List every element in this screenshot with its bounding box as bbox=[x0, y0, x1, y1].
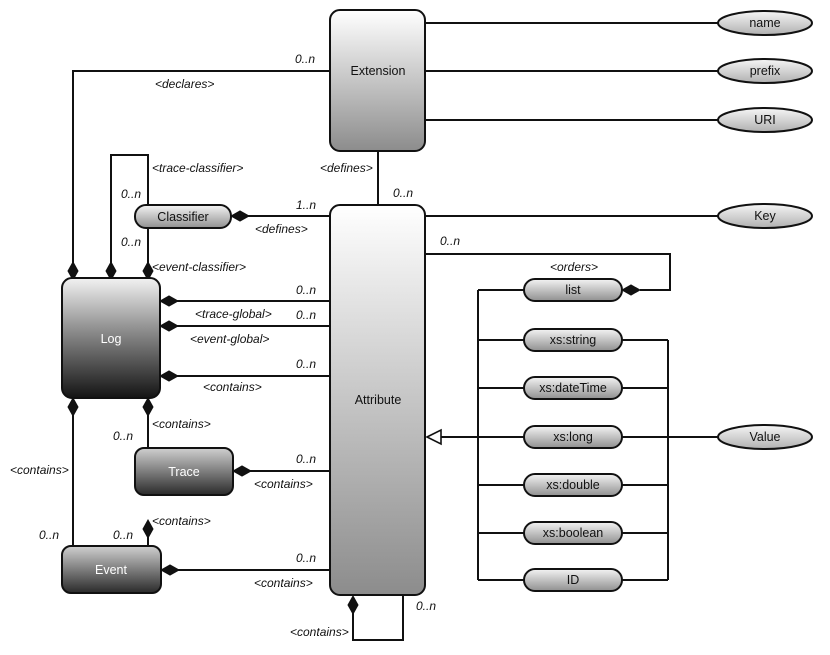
role-defines-cls: <defines> bbox=[255, 222, 308, 236]
event-class[interactable]: Event bbox=[61, 545, 162, 594]
oval-value[interactable]: Value bbox=[717, 424, 813, 450]
log-class[interactable]: Log bbox=[61, 277, 161, 399]
diamond-icon bbox=[231, 465, 253, 477]
diamond-icon bbox=[158, 320, 180, 332]
diamond-icon bbox=[347, 594, 359, 616]
diamond-icon bbox=[142, 396, 154, 418]
declares-line bbox=[72, 70, 330, 272]
role-contains-event-attr: <contains> bbox=[254, 576, 313, 590]
mult-log-attr: 0..n bbox=[296, 357, 316, 371]
extension-class[interactable]: Extension bbox=[329, 9, 426, 152]
role-contains-trace-attr: <contains> bbox=[254, 477, 313, 491]
mult-attr-self: 0..n bbox=[416, 599, 436, 613]
trace-classifier-line bbox=[110, 154, 149, 272]
type-boolean-label: xs:boolean bbox=[543, 526, 604, 540]
type-string[interactable]: xs:string bbox=[523, 328, 623, 352]
attribute-label: Attribute bbox=[355, 393, 402, 407]
mult-trace-global: 0..n bbox=[296, 283, 316, 297]
role-declares: <declares> bbox=[155, 77, 214, 91]
diamond-icon bbox=[67, 396, 79, 418]
mult-event-global: 0..n bbox=[296, 308, 316, 322]
diamond-icon bbox=[158, 370, 180, 382]
type-double-label: xs:double bbox=[546, 478, 600, 492]
connector-lines bbox=[72, 22, 718, 641]
diamond-icon bbox=[142, 518, 154, 540]
type-datetime-label: xs:dateTime bbox=[539, 381, 607, 395]
mult-event-classifier: 0..n bbox=[121, 235, 141, 249]
trace-label: Trace bbox=[168, 465, 200, 479]
mult-attr-key: 0..n bbox=[440, 234, 460, 248]
role-contains-trace-event: <contains> bbox=[152, 514, 211, 528]
mult-log-event: 0..n bbox=[39, 528, 59, 542]
trace-class[interactable]: Trace bbox=[134, 447, 234, 496]
role-contains-log-event: <contains> bbox=[10, 463, 69, 477]
diamond-icon bbox=[159, 564, 181, 576]
log-label: Log bbox=[101, 332, 122, 346]
type-double[interactable]: xs:double bbox=[523, 473, 623, 497]
type-id[interactable]: ID bbox=[523, 568, 623, 592]
oval-name[interactable]: name bbox=[717, 10, 813, 36]
diamond-icon bbox=[229, 210, 251, 222]
mult-declares: 0..n bbox=[295, 52, 315, 66]
type-datetime[interactable]: xs:dateTime bbox=[523, 376, 623, 400]
mult-trace-event: 0..n bbox=[113, 528, 133, 542]
type-long-label: xs:long bbox=[553, 430, 593, 444]
oval-key[interactable]: Key bbox=[717, 203, 813, 229]
role-orders: <orders> bbox=[550, 260, 598, 274]
type-long[interactable]: xs:long bbox=[523, 425, 623, 449]
generalization-arrow-icon bbox=[425, 428, 442, 446]
type-string-label: xs:string bbox=[550, 333, 597, 347]
multiplicity-labels: 0..n 0..n 0..n 0..n 1..n 0..n 0..n 0..n … bbox=[39, 52, 460, 613]
mult-defines-ext: 0..n bbox=[393, 186, 413, 200]
mult-log-trace: 0..n bbox=[113, 429, 133, 443]
role-labels: <declares> <trace-classifier> <event-cla… bbox=[10, 77, 598, 639]
diamond-icon bbox=[158, 295, 180, 307]
event-label: Event bbox=[95, 563, 127, 577]
diamond-icon bbox=[620, 284, 642, 296]
orders-line bbox=[425, 253, 671, 291]
extension-label: Extension bbox=[351, 64, 406, 78]
type-list-label: list bbox=[565, 283, 581, 297]
type-id-label: ID bbox=[567, 573, 580, 587]
role-defines-ext: <defines> bbox=[320, 161, 373, 175]
oval-name-label: name bbox=[749, 16, 780, 30]
oval-key-label: Key bbox=[754, 209, 776, 223]
role-contains-attr-self: <contains> bbox=[290, 625, 349, 639]
mult-classifier-attr: 1..n bbox=[296, 198, 316, 212]
role-trace-global: <trace-global> bbox=[195, 307, 272, 321]
type-list[interactable]: list bbox=[523, 278, 623, 302]
oval-prefix-label: prefix bbox=[750, 64, 781, 78]
attr-self-line bbox=[352, 595, 404, 641]
role-contains-log-trace: <contains> bbox=[152, 417, 211, 431]
mult-event-attr: 0..n bbox=[296, 551, 316, 565]
classifier-class[interactable]: Classifier bbox=[134, 204, 232, 229]
oval-prefix[interactable]: prefix bbox=[717, 58, 813, 84]
oval-uri-label: URI bbox=[754, 113, 776, 127]
role-event-global: <event-global> bbox=[190, 332, 269, 346]
mult-trace-attr: 0..n bbox=[296, 452, 316, 466]
oval-value-label: Value bbox=[749, 430, 780, 444]
mult-trace-classifier: 0..n bbox=[121, 187, 141, 201]
oval-uri[interactable]: URI bbox=[717, 107, 813, 133]
type-boolean[interactable]: xs:boolean bbox=[523, 521, 623, 545]
attribute-class[interactable]: Attribute bbox=[329, 204, 426, 596]
classifier-label: Classifier bbox=[157, 210, 208, 224]
role-trace-classifier: <trace-classifier> bbox=[152, 161, 243, 175]
role-contains-log-attr: <contains> bbox=[203, 380, 262, 394]
role-event-classifier: <event-classifier> bbox=[152, 260, 246, 274]
